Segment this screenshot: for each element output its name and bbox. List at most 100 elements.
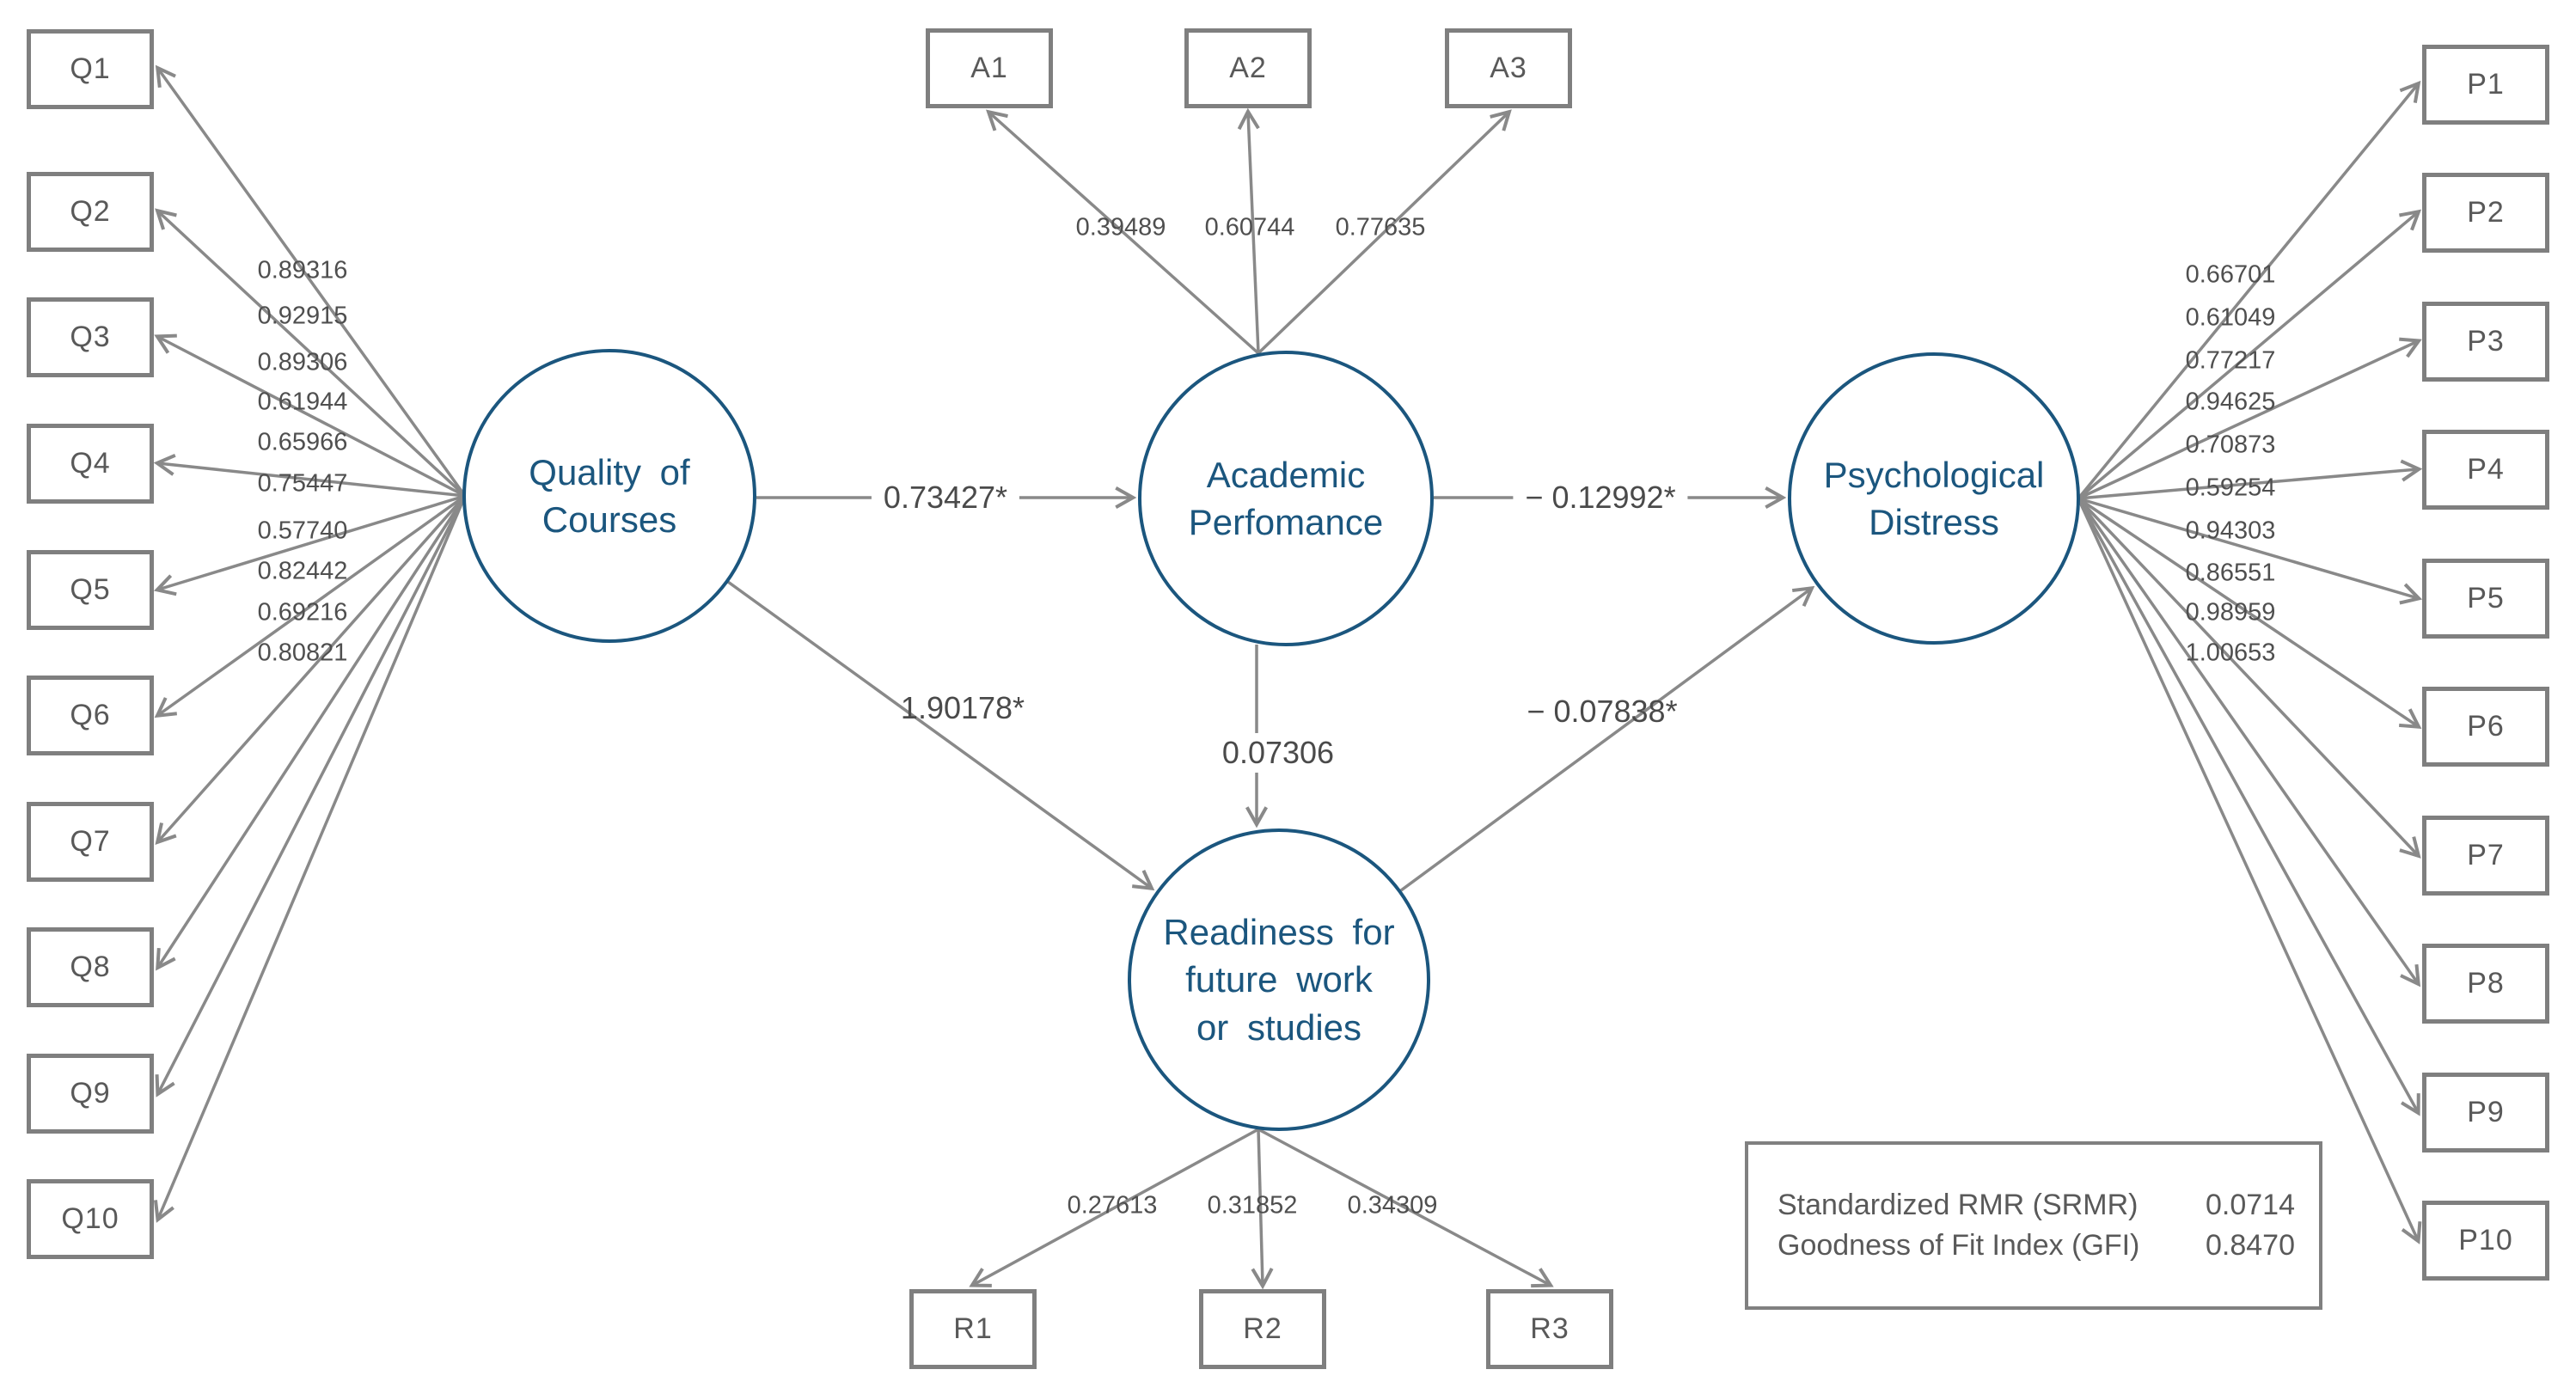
- latent-label-line: Courses: [542, 499, 677, 540]
- loading-value-q8: 0.82442: [257, 557, 348, 585]
- loading-value-q7: 0.57740: [257, 517, 348, 545]
- connector-arrow: [1251, 1128, 1274, 1290]
- indicator-box-q7: Q7: [27, 801, 154, 882]
- model-fit-box: Standardized RMR (SRMR) 0.0714 Goodness …: [1745, 1141, 2322, 1310]
- fit-row-srmr: Standardized RMR (SRMR) 0.0714: [1778, 1189, 2295, 1222]
- connector-arrow: [155, 494, 467, 845]
- indicator-box-p7: P7: [2422, 815, 2549, 896]
- indicator-box-r1: R1: [909, 1289, 1037, 1369]
- loading-value-p1: 0.66701: [2185, 260, 2276, 289]
- connector-arrow: [1257, 1128, 1554, 1288]
- indicator-box-q4: Q4: [27, 423, 154, 504]
- fit-row-gfi: Goodness of Fit Index (GFI) 0.8470: [1778, 1229, 2295, 1263]
- latent-quality-of-courses: Quality of Courses: [462, 349, 756, 643]
- connector-arrow: [1237, 107, 1260, 354]
- connector-arrow: [2077, 337, 2422, 500]
- loading-value-p8: 0.86551: [2185, 559, 2276, 587]
- latent-label-line: Readiness for: [1163, 911, 1395, 952]
- indicator-box-p3: P3: [2422, 301, 2549, 382]
- latent-label-line: Academic: [1206, 454, 1366, 495]
- connector-arrow: [969, 1128, 1259, 1287]
- loading-value-q5: 0.65966: [257, 428, 348, 456]
- connector-arrow: [2077, 498, 2420, 1116]
- loading-value-p4: 0.94625: [2185, 388, 2276, 416]
- indicator-box-q1: Q1: [27, 28, 154, 109]
- fit-value-srmr: 0.0714: [2206, 1189, 2295, 1221]
- connector-arrow: [2077, 497, 2423, 605]
- connector-arrow: [155, 495, 467, 1097]
- connector-arrow: [2077, 459, 2423, 500]
- latent-label-line: future work: [1185, 959, 1373, 1000]
- connector-arrow: [156, 495, 467, 971]
- connector-arrow: [2077, 497, 2422, 729]
- indicator-box-p2: P2: [2422, 172, 2549, 253]
- latent-psychological-distress: Psychological Distress: [1788, 352, 2080, 645]
- latent-label-line: Quality of: [529, 451, 690, 492]
- loading-value-p10: 1.00653: [2185, 639, 2276, 667]
- indicator-box-p8: P8: [2422, 943, 2549, 1024]
- path-coefficient-quality-to-academic: 0.73427*: [871, 478, 1020, 517]
- loading-value-a2: 0.60744: [1204, 213, 1295, 242]
- indicator-box-q6: Q6: [27, 675, 154, 755]
- loading-value-r1: 0.27613: [1067, 1191, 1158, 1220]
- indicator-box-q9: Q9: [27, 1053, 154, 1134]
- connector-arrow: [726, 580, 1155, 891]
- loading-value-q1: 0.89316: [257, 256, 348, 284]
- loading-value-q9: 0.69216: [257, 598, 348, 627]
- indicator-box-p10: P10: [2422, 1200, 2549, 1281]
- indicator-box-p4: P4: [2422, 429, 2549, 510]
- loading-value-p9: 0.98959: [2185, 598, 2276, 627]
- loading-value-r2: 0.31852: [1207, 1191, 1298, 1220]
- loading-value-q6: 0.75447: [257, 469, 348, 498]
- loading-value-p7: 0.94303: [2185, 517, 2276, 545]
- latent-label-line: Psychological: [1823, 454, 2045, 495]
- connector-arrow: [2077, 498, 2422, 1244]
- connector-arrow: [2077, 209, 2422, 500]
- latent-label-line: Distress: [1869, 502, 1999, 542]
- loading-value-p2: 0.61049: [2185, 303, 2276, 332]
- path-coefficient-readiness-to-distress: − 0.07838*: [1527, 694, 1678, 729]
- connector-arrow: [153, 453, 466, 498]
- indicator-box-a1: A1: [926, 28, 1053, 108]
- latent-label-line: or studies: [1196, 1006, 1362, 1048]
- loading-value-q4: 0.61944: [257, 388, 348, 416]
- connector-arrow: [1257, 109, 1512, 355]
- connector-arrow: [153, 494, 466, 596]
- latent-label-line: Perfomance: [1188, 502, 1384, 542]
- latent-readiness-future-work: Readiness for future work or studies: [1128, 828, 1430, 1131]
- loading-value-a3: 0.77635: [1335, 213, 1426, 242]
- indicator-box-a2: A2: [1184, 28, 1312, 108]
- fit-value-gfi: 0.8470: [2206, 1229, 2295, 1262]
- loading-value-a1: 0.39489: [1075, 213, 1166, 242]
- indicator-box-p5: P5: [2422, 558, 2549, 639]
- connector-arrow: [153, 495, 467, 1223]
- indicator-box-q3: Q3: [27, 297, 154, 377]
- loading-value-q10: 0.80821: [257, 639, 348, 667]
- connector-arrow: [154, 333, 466, 498]
- connector-arrow: [986, 109, 1260, 355]
- connector-arrow: [1399, 585, 1815, 892]
- loading-value-p3: 0.77217: [2185, 346, 2276, 375]
- indicator-box-q2: Q2: [27, 171, 154, 252]
- path-coefficient-academic-to-distress: − 0.12992*: [1513, 478, 1688, 517]
- indicator-box-r2: R2: [1199, 1289, 1326, 1369]
- indicator-box-p1: P1: [2422, 44, 2549, 125]
- loading-value-p6: 0.59254: [2185, 474, 2276, 502]
- path-coefficient-quality-to-readiness: 1.90178*: [900, 690, 1025, 725]
- connector-arrow: [155, 64, 467, 498]
- loading-value-q3: 0.89306: [257, 348, 348, 376]
- indicator-box-q10: Q10: [27, 1178, 154, 1259]
- loading-value-r3: 0.34309: [1347, 1191, 1438, 1220]
- connector-arrow: [2077, 497, 2421, 859]
- connector-arrow: [155, 208, 467, 498]
- fit-label-gfi: Goodness of Fit Index (GFI): [1778, 1229, 2140, 1262]
- fit-label-srmr: Standardized RMR (SRMR): [1778, 1189, 2139, 1221]
- indicator-box-q8: Q8: [27, 926, 154, 1007]
- indicator-box-p6: P6: [2422, 686, 2549, 767]
- latent-academic-performance: Academic Perfomance: [1138, 351, 1434, 646]
- connector-arrow: [2077, 497, 2421, 987]
- loading-value-q2: 0.92915: [257, 302, 348, 330]
- indicator-box-p9: P9: [2422, 1072, 2549, 1152]
- connector-arrow: [2077, 80, 2421, 500]
